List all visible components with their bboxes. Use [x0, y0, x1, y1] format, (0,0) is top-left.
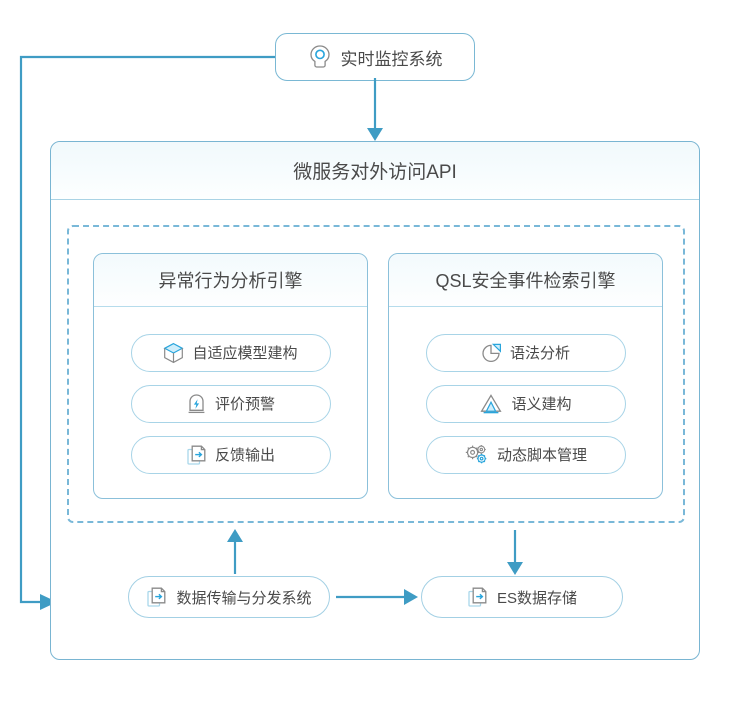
api-header-title: 微服务对外访问API [293, 162, 457, 183]
api-container: 微服务对外访问API 异常行为分析引擎 [50, 141, 700, 660]
item-label: 语法分析 [509, 345, 570, 362]
data-transport-label: 数据传输与分发系统 [176, 589, 312, 607]
api-header: 微服务对外访问API [51, 142, 699, 200]
document-export-icon [146, 586, 167, 608]
connector-transport-to-storage [336, 584, 422, 612]
engine-title-anomaly: 异常行为分析引擎 [94, 254, 367, 307]
monitor-system-label: 实时监控系统 [340, 49, 443, 69]
engine-title-qsl-label: QSL安全事件检索引擎 [435, 271, 616, 291]
engine-items-qsl: 语法分析 语义建构 [389, 307, 662, 498]
item-feedback-output[interactable]: 反馈输出 [130, 435, 331, 474]
connector-engines-to-storage [502, 528, 530, 578]
gears-icon [464, 443, 489, 466]
monitor-system-box[interactable]: 实时监控系统 [275, 33, 475, 81]
item-label: 反馈输出 [214, 447, 275, 464]
connector-monitor-to-api [360, 78, 392, 144]
item-semantic-building[interactable]: 语义建构 [425, 384, 626, 423]
item-label: 评价预警 [214, 396, 275, 413]
engine-title-anomaly-label: 异常行为分析引擎 [158, 271, 303, 291]
engine-panel-qsl: QSL安全事件检索引擎 语法分析 [388, 253, 663, 499]
pie-chart-icon [481, 342, 502, 364]
monitor-eye-icon [308, 44, 332, 70]
document-export-icon [467, 586, 488, 608]
item-label: 动态脚本管理 [496, 447, 587, 464]
item-evaluation-warning[interactable]: 评价预警 [130, 384, 331, 423]
item-syntax-analysis[interactable]: 语法分析 [425, 333, 626, 372]
cube-icon [163, 342, 185, 364]
es-storage-label: ES数据存储 [496, 589, 577, 607]
engines-dashed-region: 异常行为分析引擎 自适应模型建构 [67, 225, 685, 523]
engine-items-anomaly: 自适应模型建构 评价预警 [94, 307, 367, 498]
mountain-icon [479, 393, 503, 415]
item-adaptive-model-building[interactable]: 自适应模型建构 [130, 333, 331, 372]
item-dynamic-script-management[interactable]: 动态脚本管理 [425, 435, 626, 474]
item-label: 语义建构 [511, 396, 572, 413]
connector-transport-to-engines [222, 528, 250, 578]
shield-bolt-icon [186, 393, 207, 415]
engine-title-qsl: QSL安全事件检索引擎 [389, 254, 662, 307]
item-label: 自适应模型建构 [192, 345, 298, 362]
engine-panel-anomaly: 异常行为分析引擎 自适应模型建构 [93, 253, 368, 499]
document-export-icon [186, 444, 207, 466]
es-storage-box[interactable]: ES数据存储 [421, 576, 623, 618]
data-transport-box[interactable]: 数据传输与分发系统 [128, 576, 330, 618]
